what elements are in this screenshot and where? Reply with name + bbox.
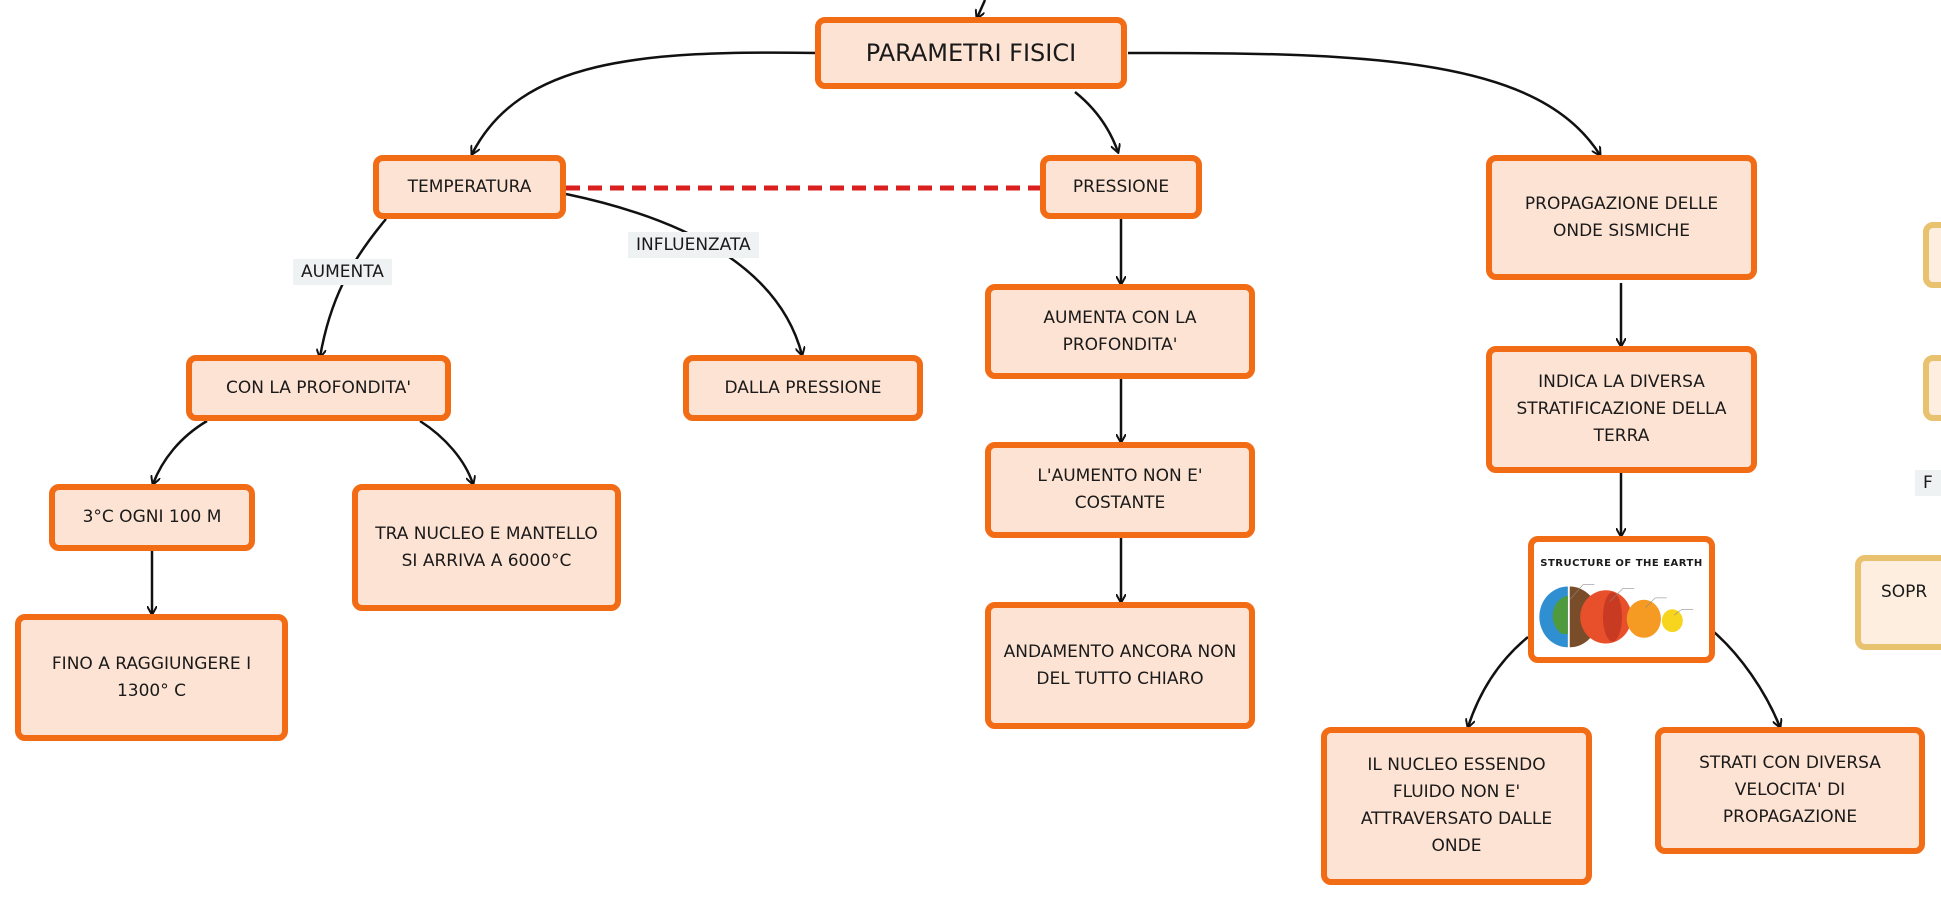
edge-root-propagazione (1127, 51, 1600, 155)
edge-con-profondita-tre-gradi (153, 419, 208, 484)
edge-temperatura-dalla-pressione (565, 192, 802, 355)
earth-image-caption: STRUCTURE OF THE EARTH (1540, 558, 1703, 569)
node-con-la-profondita[interactable]: CON LA PROFONDITA' (186, 355, 451, 421)
structure-of-earth-image: STRUCTURE OF THE EARTH (1528, 536, 1715, 663)
edge-root-temperatura (472, 51, 819, 154)
node-parametri-fisici[interactable]: PARAMETRI FISICI (815, 17, 1127, 89)
side-node-sopr-text: SOPR (1881, 582, 1928, 602)
side-node-clipped-2[interactable] (1923, 355, 1941, 421)
node-nucleo-fluido[interactable]: IL NUCLEO ESSENDO FLUIDO NON E' ATTRAVER… (1321, 727, 1592, 885)
side-label-fragment: F (1915, 470, 1941, 496)
node-strati-diversa-velocita[interactable]: STRATI CON DIVERSA VELOCITA' DI PROPAGAZ… (1655, 727, 1925, 854)
node-temperatura[interactable]: TEMPERATURA (373, 155, 566, 219)
edge-temperatura-con-profondita (320, 218, 387, 357)
node-fino-a-1300[interactable]: FINO A RAGGIUNGERE I 1300° C (15, 614, 288, 741)
edge-label-influenzata: INFLUENZATA (628, 232, 759, 258)
node-tra-nucleo-e-mantello[interactable]: TRA NUCLEO E MANTELLO SI ARRIVA A 6000°C (352, 484, 621, 611)
node-aumento-non-costante[interactable]: L'AUMENTO NON E' COSTANTE (985, 442, 1255, 538)
edge-earth-nucleo-fluido (1468, 636, 1529, 727)
node-andamento-non-chiaro[interactable]: ANDAMENTO ANCORA NON DEL TUTTO CHIARO (985, 602, 1255, 729)
edge-top-into-root (977, 0, 987, 18)
node-stratificazione-terra[interactable]: INDICA LA DIVERSA STRATIFICAZIONE DELLA … (1486, 346, 1757, 473)
node-pressione[interactable]: PRESSIONE (1040, 155, 1202, 219)
edge-root-pressione (1074, 91, 1118, 152)
node-propagazione[interactable]: PROPAGAZIONE DELLE ONDE SISMICHE (1486, 155, 1757, 280)
edge-earth-strati (1713, 631, 1780, 727)
node-aumenta-con-la-profondita[interactable]: AUMENTA CON LA PROFONDITA' (985, 284, 1255, 379)
node-tre-gradi-ogni-100m[interactable]: 3°C OGNI 100 M (49, 484, 255, 551)
edge-con-profondita-nucleo-mantello (419, 419, 473, 484)
edge-label-aumenta: AUMENTA (293, 259, 392, 285)
node-dalla-pressione[interactable]: DALLA PRESSIONE (683, 355, 923, 421)
earth-layers-illustration (1538, 584, 1693, 648)
side-node-sopr[interactable]: SOPR (1855, 555, 1941, 650)
side-node-clipped-1[interactable] (1923, 222, 1941, 288)
